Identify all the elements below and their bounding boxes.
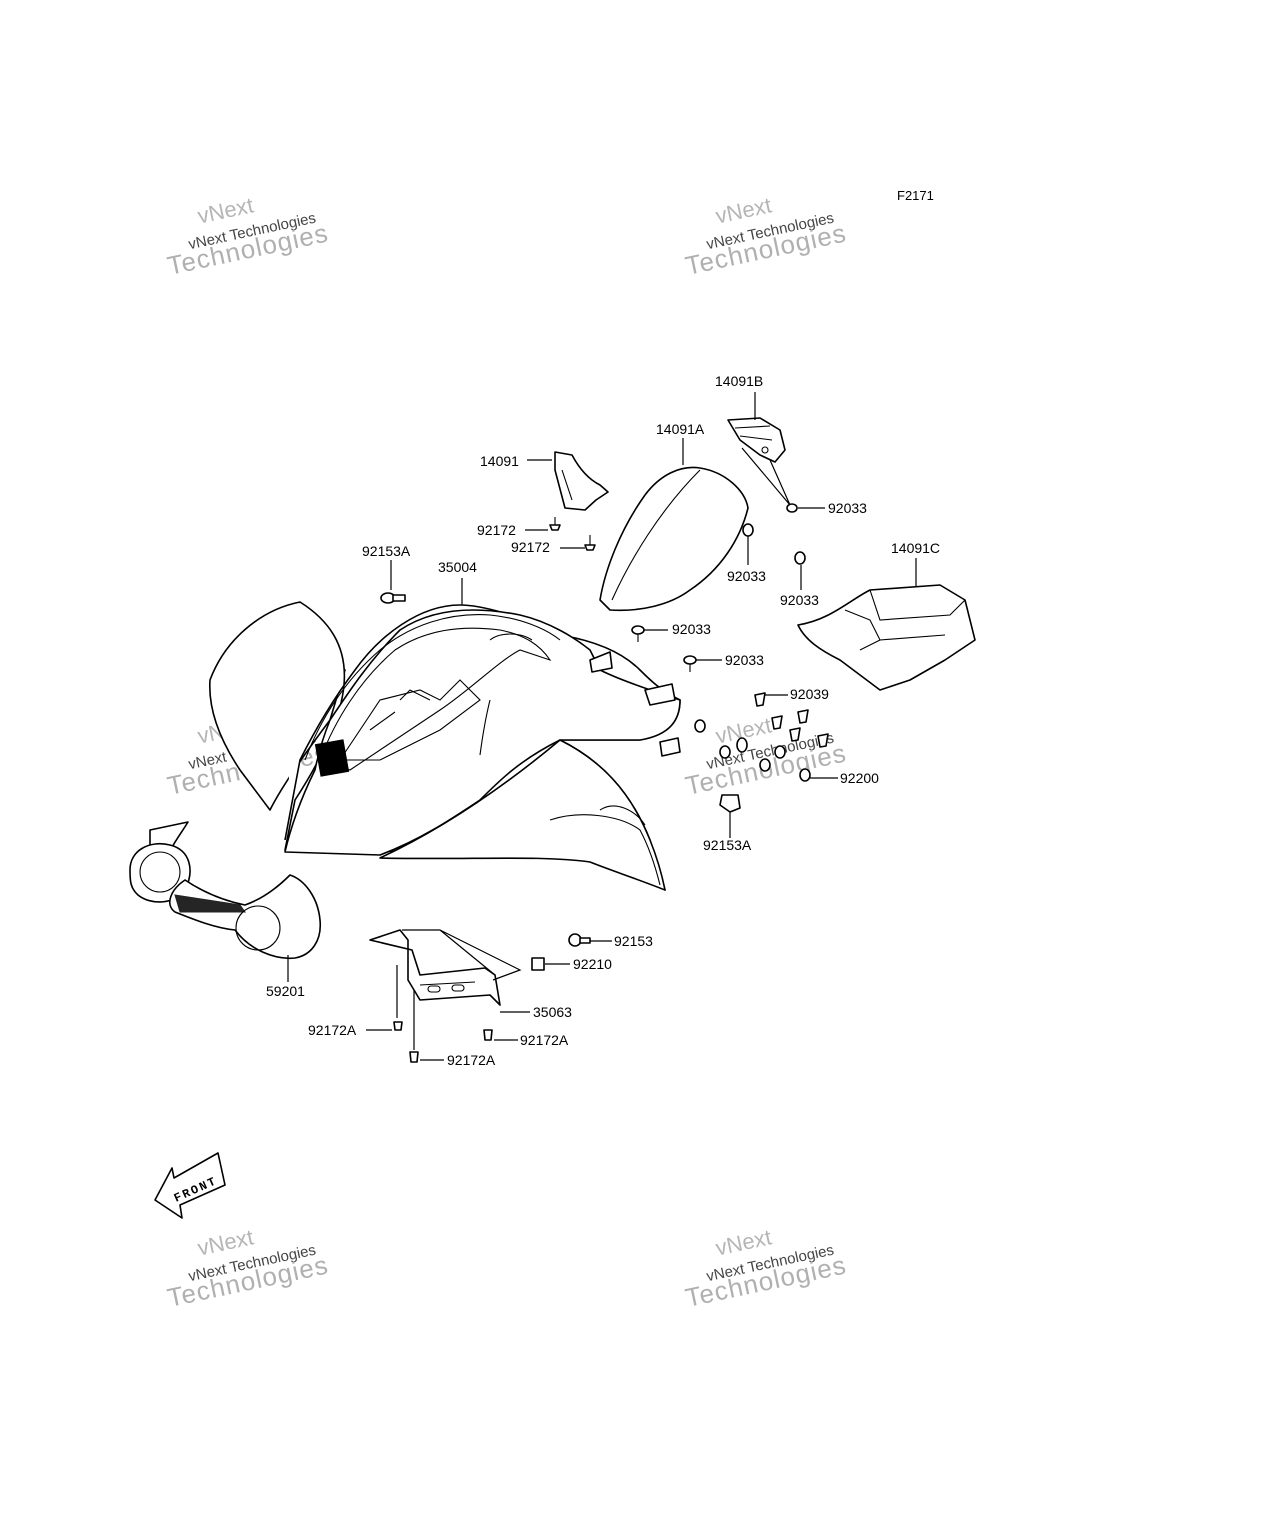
figure-id: F2171 xyxy=(897,188,934,203)
part-labels: 14091B 14091A 14091 92033 92172 92172 92… xyxy=(266,373,940,1068)
label-92172A: 92172A xyxy=(308,1022,357,1038)
label-92172: 92172 xyxy=(477,522,516,538)
label-92172: 92172 xyxy=(511,539,550,555)
label-14091A: 14091A xyxy=(656,421,705,437)
bracket-35063[interactable] xyxy=(369,929,501,1006)
headlight-cover-59201[interactable] xyxy=(129,821,321,960)
label-14091: 14091 xyxy=(480,453,519,469)
label-92200: 92200 xyxy=(840,770,879,786)
label-14091B: 14091B xyxy=(715,373,763,389)
label-92033: 92033 xyxy=(725,652,764,668)
label-92172A: 92172A xyxy=(447,1052,496,1068)
label-92039: 92039 xyxy=(790,686,829,702)
leader-lines xyxy=(287,392,917,1061)
bracket-14091B[interactable] xyxy=(727,417,786,463)
label-92033: 92033 xyxy=(672,621,711,637)
label-35063: 35063 xyxy=(533,1004,572,1020)
cover-14091A[interactable] xyxy=(599,466,749,612)
label-92210: 92210 xyxy=(573,956,612,972)
label-92172A: 92172A xyxy=(520,1032,569,1048)
label-92153A: 92153A xyxy=(362,543,411,559)
label-92153: 92153 xyxy=(614,933,653,949)
label-92153A: 92153A xyxy=(703,837,752,853)
label-92033: 92033 xyxy=(727,568,766,584)
label-35004: 35004 xyxy=(438,559,477,575)
cover-14091[interactable] xyxy=(554,451,609,511)
front-fender-35004[interactable] xyxy=(209,601,681,891)
label-14091C: 14091C xyxy=(891,540,940,556)
cover-14091C[interactable] xyxy=(797,584,976,691)
label-59201: 59201 xyxy=(266,983,305,999)
label-92033: 92033 xyxy=(780,592,819,608)
front-direction-arrow: FRONT xyxy=(154,1152,226,1219)
label-92033: 92033 xyxy=(828,500,867,516)
fasteners xyxy=(380,503,829,1063)
